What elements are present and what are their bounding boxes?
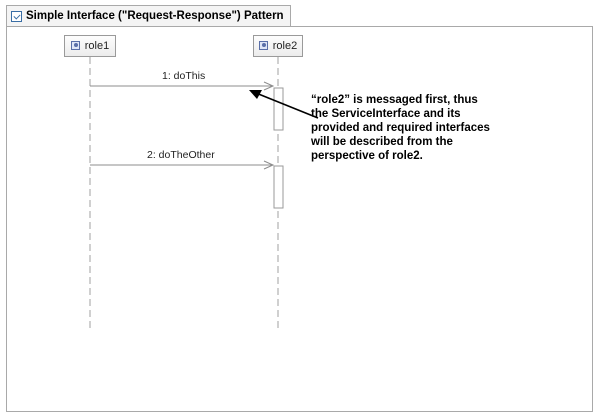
- lifeline-role2[interactable]: role2: [253, 35, 303, 57]
- annotation-arrow-line: [255, 92, 319, 119]
- note-line-1: “role2” is messaged first, thus: [311, 94, 478, 106]
- activation-bar-1: [273, 87, 284, 131]
- note-line-3: provided and required interfaces: [311, 122, 490, 134]
- diagram-tab[interactable]: Simple Interface ("Request-Response") Pa…: [6, 5, 291, 26]
- lifeline-role1[interactable]: role1: [64, 35, 116, 57]
- note-line-5: perspective of role2.: [311, 150, 423, 162]
- message-1-arrowhead: [263, 81, 275, 91]
- message-2-label: 2: doTheOther: [147, 149, 215, 161]
- role-icon: [258, 40, 270, 52]
- annotation-note: “role2” is messaged first, thus the Serv…: [311, 93, 511, 163]
- message-1-label: 1: doThis: [162, 70, 206, 82]
- role-icon: [70, 40, 82, 52]
- diagram-canvas: [6, 26, 593, 412]
- lifeline-role1-label: role1: [84, 40, 110, 52]
- diagram-title: Simple Interface ("Request-Response") Pa…: [26, 10, 284, 22]
- note-line-2: the ServiceInterface and its: [311, 108, 461, 120]
- message-2-arrowhead: [263, 160, 275, 170]
- diagram-icon: [11, 10, 22, 22]
- annotation-arrowhead: [249, 90, 262, 99]
- note-line-4: will be described from the: [311, 136, 453, 148]
- lifeline-role2-label: role2: [272, 40, 298, 52]
- activation-bar-2: [273, 165, 284, 209]
